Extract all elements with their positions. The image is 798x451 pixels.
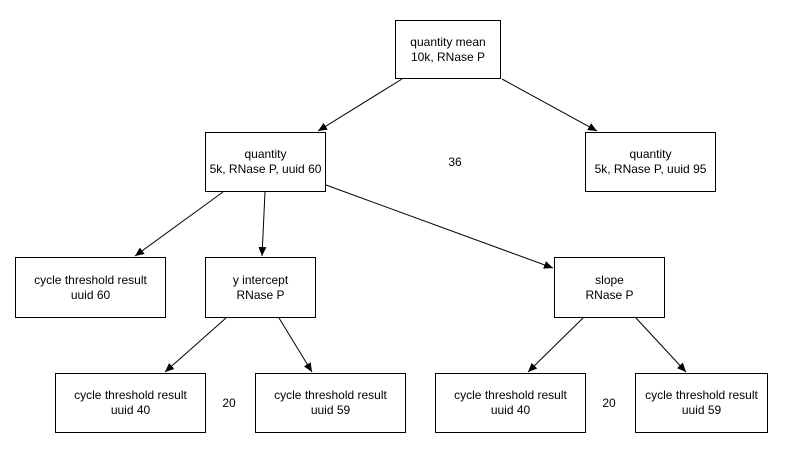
node-line1: quantity <box>629 147 672 161</box>
edge-q60-to-yint <box>258 191 267 257</box>
node-line2: 10k, RNase P <box>410 49 486 64</box>
edge-slope-to-ct59b <box>635 317 687 373</box>
node-cycle-threshold-uuid-60[interactable]: cycle threshold result uuid 60 <box>15 257 166 318</box>
edge-yint-to-ct59a <box>278 317 313 373</box>
node-line1: cycle threshold result <box>274 388 387 402</box>
edge-group <box>134 78 687 373</box>
node-quantity-uuid-60[interactable]: quantity 5k, RNase P, uuid 60 <box>205 132 326 192</box>
node-line2: 5k, RNase P, uuid 95 <box>594 162 707 176</box>
node-line2: uuid 60 <box>70 287 111 302</box>
count-label-left: 20 <box>222 396 236 410</box>
node-line2: uuid 59 <box>310 403 351 417</box>
edge-yint-to-ct40a <box>164 317 227 373</box>
edge-qmean-to-q95 <box>501 78 598 132</box>
node-slope[interactable]: slope RNase P <box>554 257 665 318</box>
node-y-intercept[interactable]: y intercept RNase P <box>205 257 316 318</box>
edge-q60-to-ct60 <box>134 191 224 257</box>
node-line1: quantity <box>244 147 287 161</box>
node-line2: uuid 59 <box>681 403 722 417</box>
node-line1: cycle threshold result <box>454 388 567 402</box>
node-line1: cycle threshold result <box>74 388 187 402</box>
count-label-right: 20 <box>602 396 616 410</box>
node-line2: uuid 40 <box>490 403 531 417</box>
node-line1: slope <box>595 272 624 287</box>
node-line2: RNase P <box>585 287 634 302</box>
node-line2: 5k, RNase P, uuid 60 <box>209 162 322 176</box>
count-label-top: 36 <box>448 155 462 169</box>
node-line1: quantity mean <box>410 34 486 49</box>
node-cycle-threshold-uuid-59-left[interactable]: cycle threshold result uuid 59 <box>255 373 406 433</box>
edge-qmean-to-q60 <box>317 78 403 132</box>
node-cycle-threshold-uuid-40-left[interactable]: cycle threshold result uuid 40 <box>55 373 206 433</box>
node-quantity-mean[interactable]: quantity mean 10k, RNase P <box>395 20 501 79</box>
node-line1: cycle threshold result <box>645 388 758 402</box>
edge-q60-to-slope <box>325 184 554 269</box>
node-quantity-uuid-95[interactable]: quantity 5k, RNase P, uuid 95 <box>585 132 716 192</box>
node-line2: RNase P <box>236 287 285 302</box>
node-cycle-threshold-uuid-59-right[interactable]: cycle threshold result uuid 59 <box>635 373 768 433</box>
edge-slope-to-ct40b <box>527 317 584 373</box>
node-line1: y intercept <box>232 272 289 287</box>
node-cycle-threshold-uuid-40-right[interactable]: cycle threshold result uuid 40 <box>435 373 586 433</box>
node-line1: cycle threshold result <box>34 272 147 287</box>
node-line2: uuid 40 <box>110 403 151 417</box>
